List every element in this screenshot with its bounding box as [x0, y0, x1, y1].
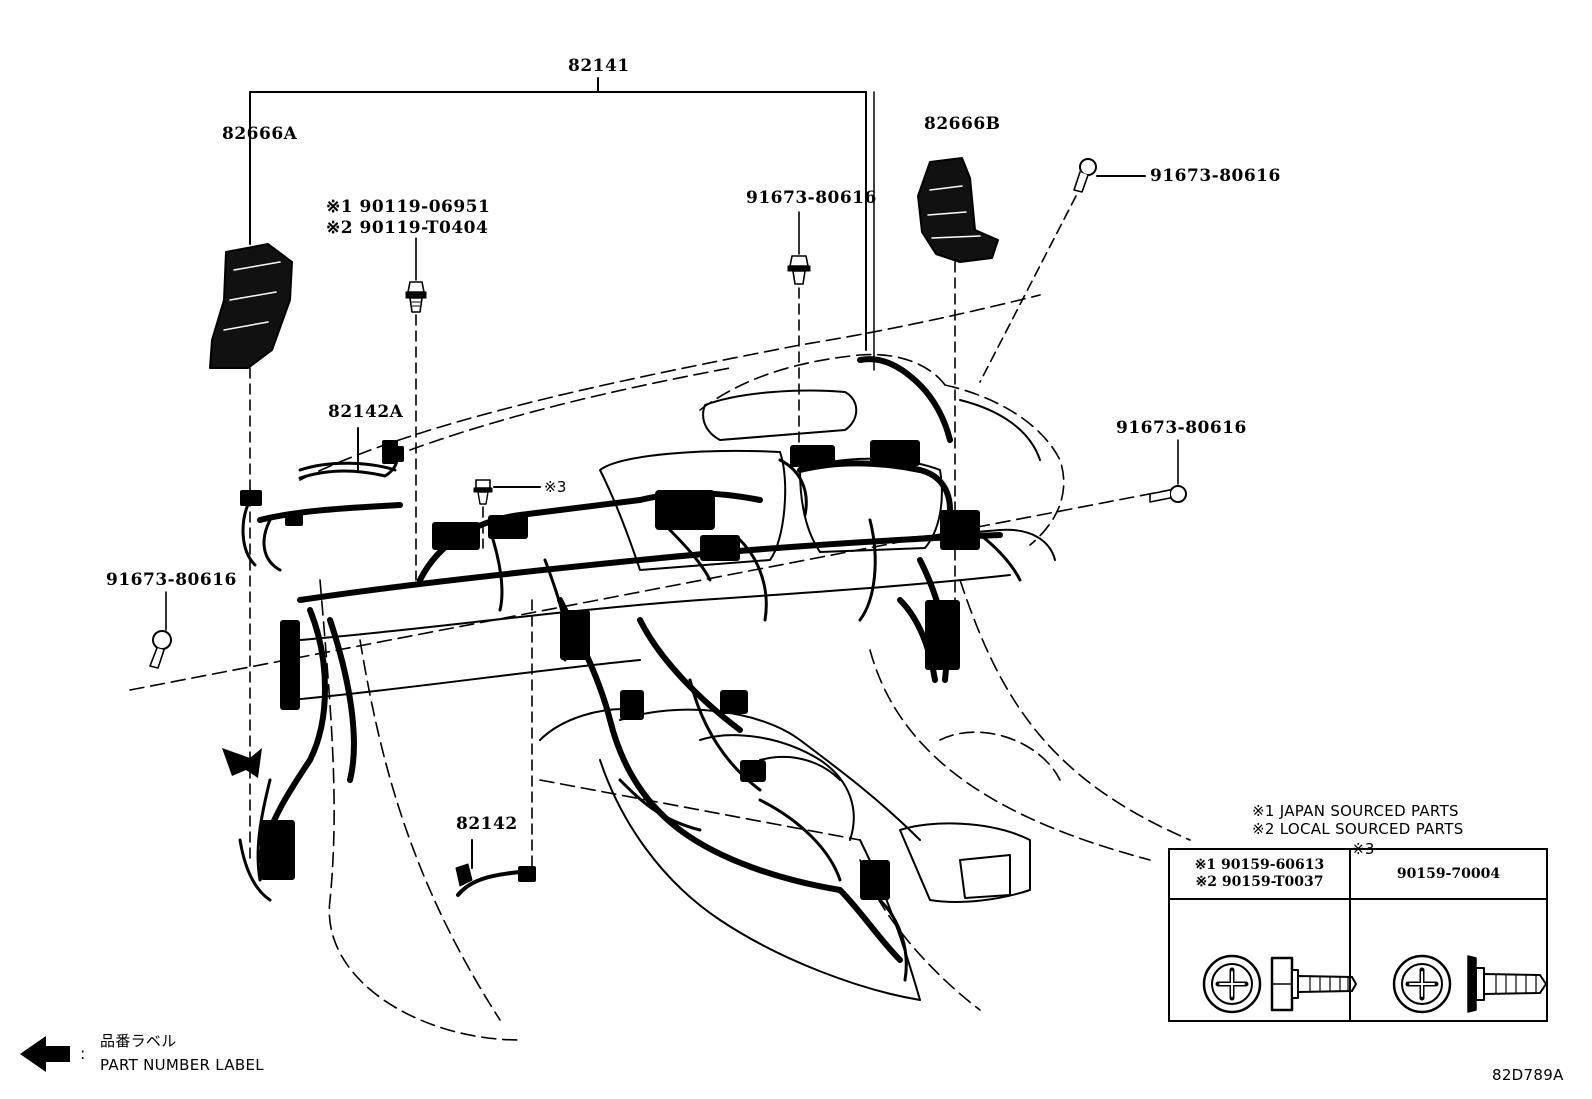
part-82142-sub-harness — [455, 599, 536, 897]
legend-jp-label: 品番ラベル — [100, 1032, 177, 1050]
bolt-91673-left-icon — [149, 591, 172, 669]
callout-bolt-right: 91673-80616 — [1116, 418, 1247, 438]
part-number-label-arrow-icon — [222, 748, 262, 778]
bolt-91673-top-center-icon — [787, 211, 811, 453]
callout-82666b: 82666B — [924, 114, 1001, 134]
legend-en-label: PART NUMBER LABEL — [100, 1056, 264, 1074]
legend-colon: : — [80, 1044, 86, 1063]
fastener-table-right-image — [1351, 900, 1546, 1020]
fastener-table-left-header: ※1 90159-60613 ※2 90159-T0037 — [1170, 850, 1351, 900]
callout-bolt-top-center: 91673-80616 — [746, 188, 877, 208]
callout-82142a: 82142A — [328, 402, 404, 422]
fastener-table-left-image — [1170, 900, 1351, 1020]
fastener-left-line2: ※2 90159-T0037 — [1195, 874, 1324, 890]
part-82142a-sub-harness — [298, 427, 404, 480]
callout-screw-x3: ※3 — [544, 478, 567, 496]
callout-82142: 82142 — [456, 814, 518, 834]
callout-82666a: 82666A — [222, 124, 298, 144]
part-82666b-bracket — [917, 157, 999, 641]
legend-arrow-icon — [20, 1036, 70, 1072]
figure-code: 82D789A — [1492, 1066, 1564, 1084]
callout-bolt-x2: ※2 90119-T0404 — [326, 218, 489, 238]
fastener-left-line1: ※1 90159-60613 — [1194, 857, 1325, 873]
screw-x3-icon — [473, 479, 541, 549]
leader-82141 — [249, 77, 875, 371]
harness-connectors — [240, 440, 980, 900]
callout-82141: 82141 — [568, 56, 630, 76]
fastener-table-right-header: 90159-70004 — [1351, 850, 1546, 900]
callout-bolt-top-right: 91673-80616 — [1150, 166, 1281, 186]
bolt-91673-top-right-icon — [979, 158, 1146, 383]
part-82666a-bracket — [209, 117, 293, 861]
fastener-90159-70004-icon — [1392, 954, 1547, 1014]
bolt-90119-icon — [405, 237, 427, 581]
bolt-91673-right-icon — [1149, 439, 1187, 503]
note-local-sourced: ※2 LOCAL SOURCED PARTS — [1252, 820, 1464, 838]
note-japan-sourced: ※1 JAPAN SOURCED PARTS — [1252, 802, 1459, 820]
fastener-90159-60613-icon — [1202, 954, 1357, 1014]
fastener-right-label: 90159-70004 — [1396, 865, 1501, 882]
callout-bolt-left: 91673-80616 — [106, 570, 237, 590]
callout-bolt-x1: ※1 90119-06951 — [326, 197, 491, 217]
dashboard-outline — [129, 294, 1191, 1041]
fastener-table: ※1 90159-60613 ※2 90159-T0037 90159-7000… — [1168, 848, 1548, 1022]
